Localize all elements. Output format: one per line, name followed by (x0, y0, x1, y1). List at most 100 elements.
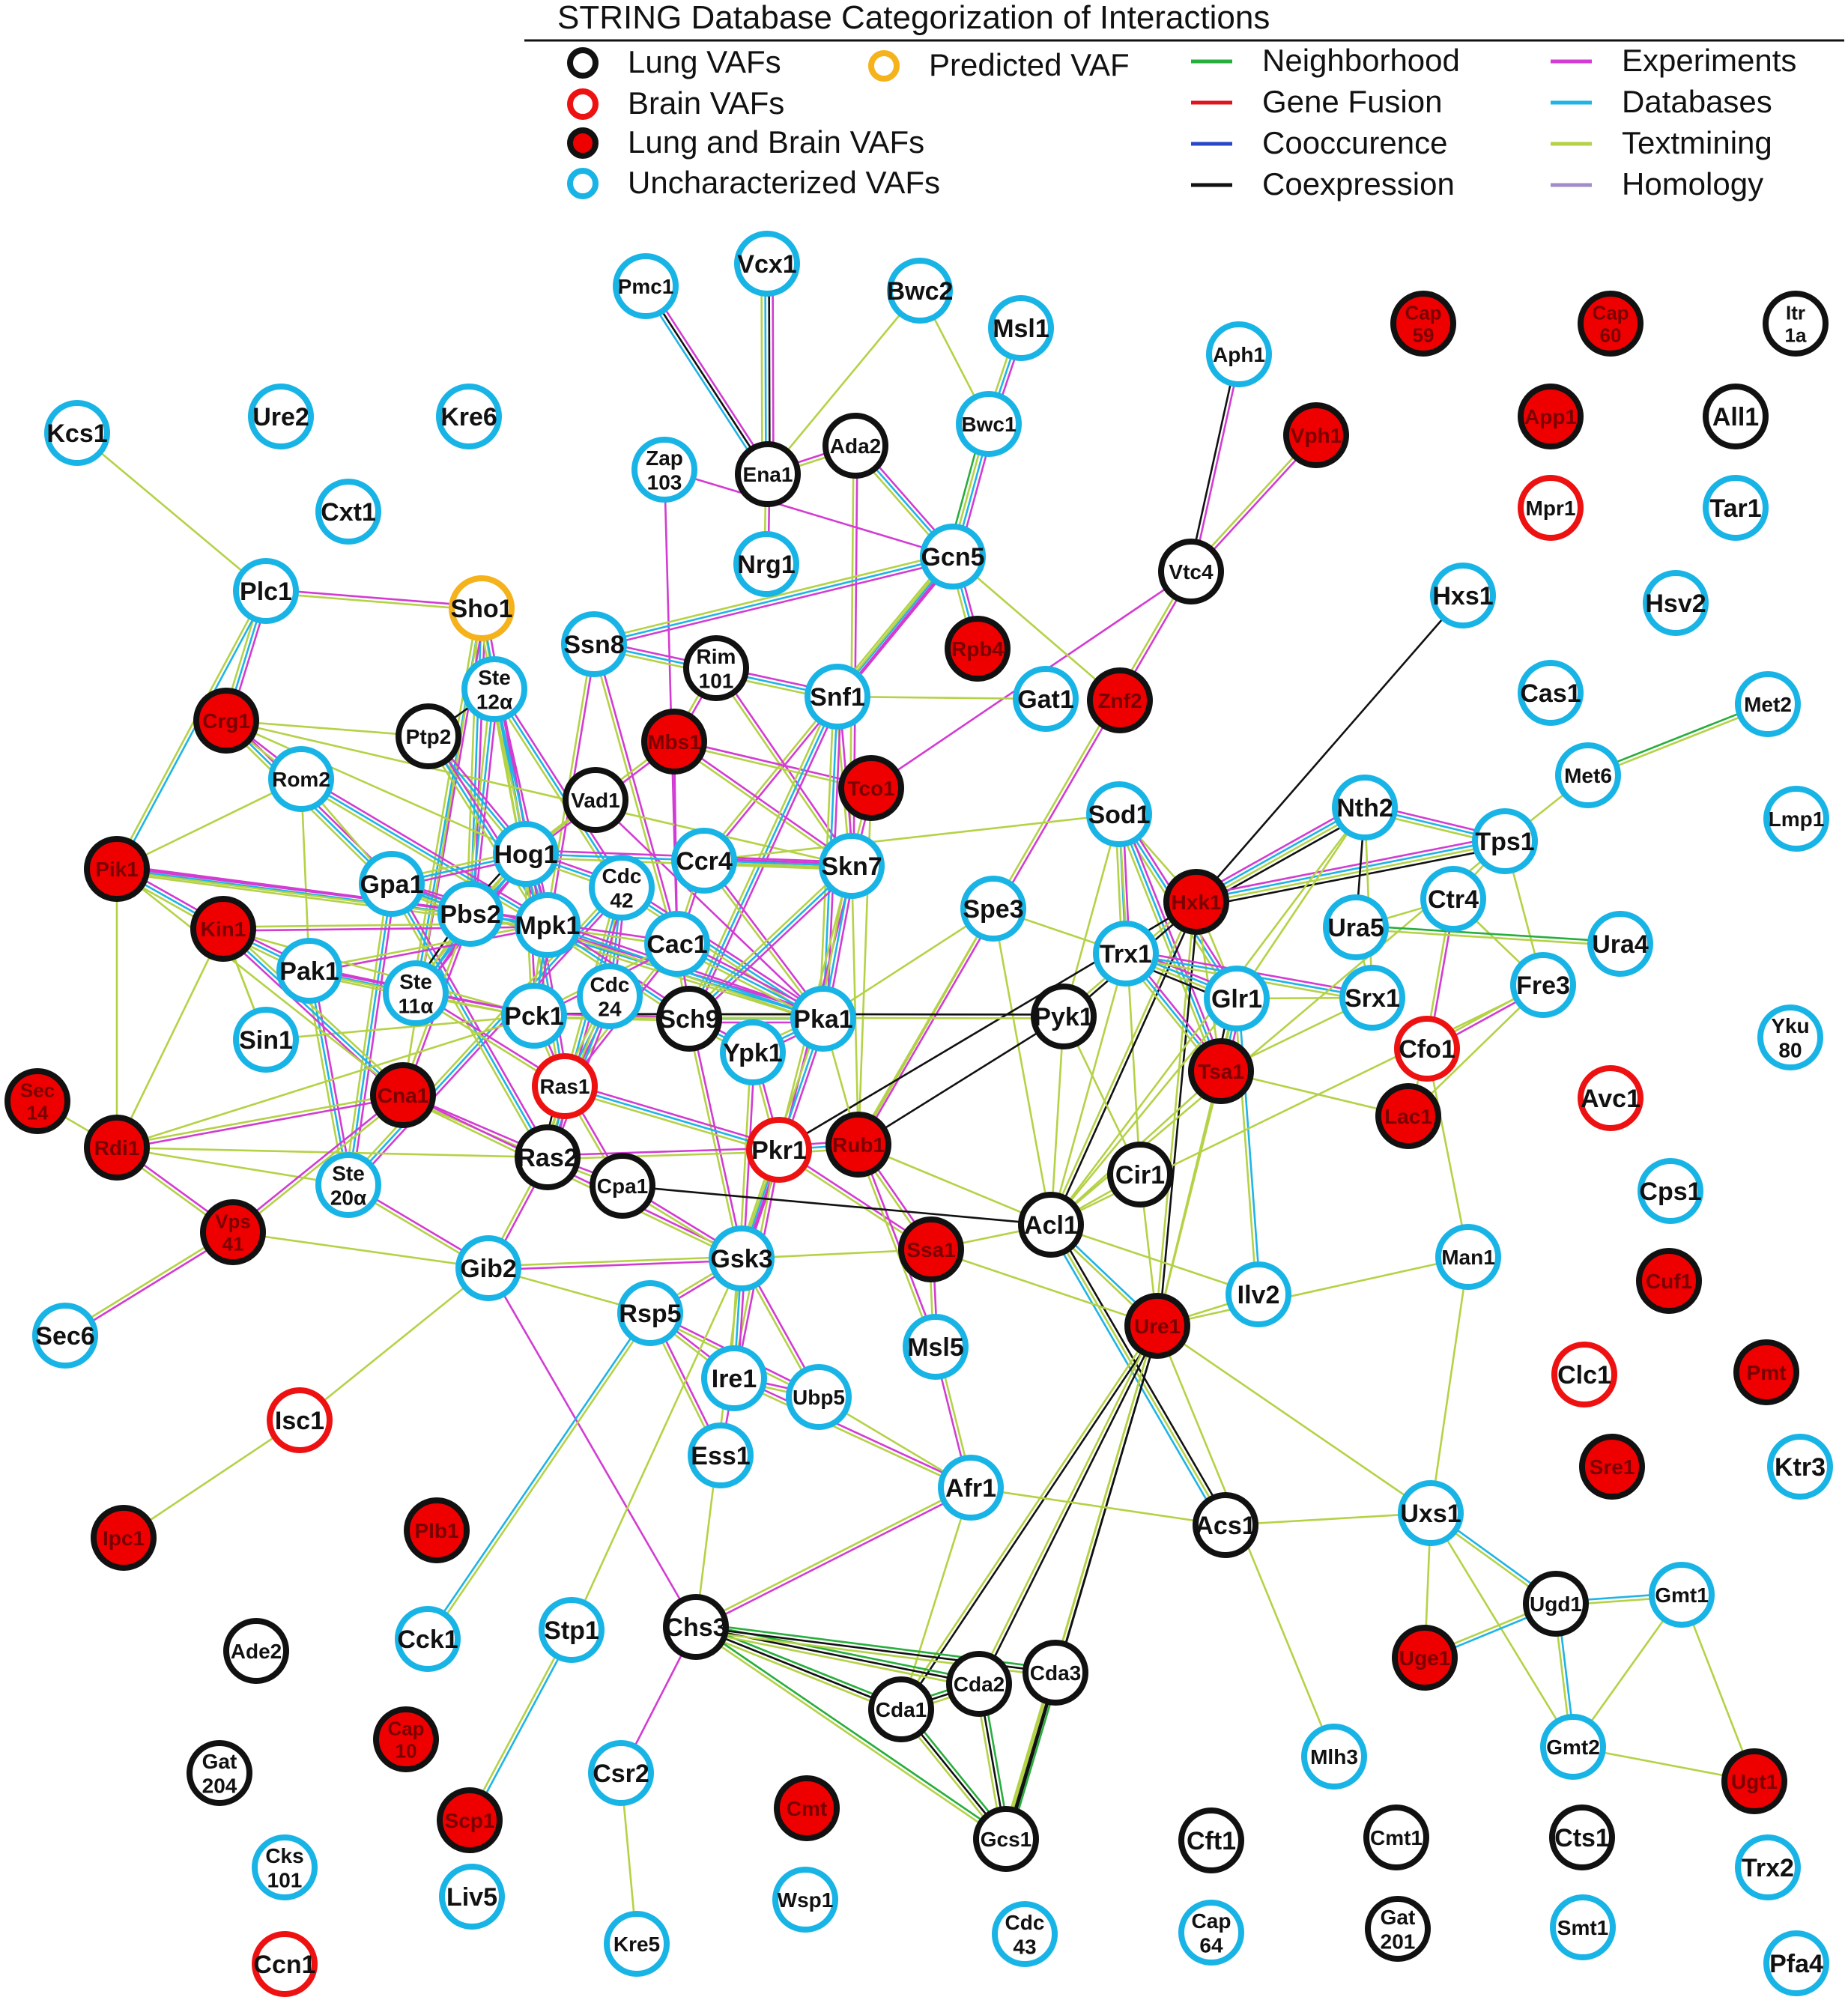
node-Ura5: Ura5 (1323, 894, 1389, 960)
node-circle (1206, 321, 1272, 387)
node-Ena1: Ena1 (735, 441, 801, 507)
node-circle (838, 755, 904, 821)
node-circle (577, 963, 643, 1029)
node-label: Cft1 (1187, 1827, 1236, 1855)
node-label-line: Cdc (1005, 1911, 1045, 1934)
edge-line (427, 736, 549, 926)
edge-line (114, 590, 265, 869)
node-Sod1: Sod1 (1086, 781, 1152, 847)
node-Uge1: Uge1 (1392, 1625, 1458, 1691)
edge-Vad1-Pka1 (595, 799, 824, 1019)
node-circle (1733, 1339, 1799, 1405)
node-label: Sch9 (658, 1005, 719, 1034)
node-Skn7: Skn7 (819, 833, 885, 899)
node-label: Clc1 (1557, 1361, 1611, 1390)
node-label: Cmt1 (1370, 1826, 1423, 1849)
node-circle (671, 828, 737, 894)
node-label: Hxk1 (1172, 891, 1222, 914)
node-label: Msl5 (907, 1333, 964, 1362)
node-Pka1: Pka1 (790, 986, 856, 1052)
node-Hxs1: Hxs1 (1430, 563, 1496, 628)
node-label: Nrg1 (737, 551, 795, 579)
node-circle (501, 983, 567, 1049)
edge-Chs3-Gib2 (487, 1267, 697, 1628)
legend-label-lung: Lung VAFs (628, 44, 781, 79)
edge-line (1429, 1512, 1575, 1748)
edge-line (1156, 1070, 1223, 1327)
node-label: Ccr4 (676, 847, 733, 876)
node-circle (276, 938, 342, 1004)
edge-Bwc2-Ena1 (766, 290, 921, 475)
edge-line (837, 695, 1046, 700)
edge-Aph1-Vtc4 (1188, 354, 1242, 572)
node-circle (1023, 1640, 1088, 1706)
node-label-line: 10 (396, 1740, 417, 1763)
edge-Uxs1-Man1 (1429, 1256, 1470, 1514)
node-circle (1550, 1894, 1616, 1960)
node-label: Srx1 (1345, 984, 1400, 1013)
node-label: Ure2 (252, 403, 309, 431)
node-label: Cda2 (954, 1673, 1005, 1696)
legend-label-cooccurence: Cooccurence (1262, 125, 1447, 160)
node-label-line: 1a (1785, 324, 1807, 347)
edge-line (232, 1231, 489, 1270)
edge-Cck1-Rsp5 (425, 1311, 653, 1641)
node-label: Sod1 (1088, 801, 1150, 829)
node-label-line: Cap (1192, 1909, 1232, 1933)
node-label: Tsa1 (1198, 1060, 1244, 1083)
node-circle (1579, 1434, 1645, 1500)
edge-line (701, 861, 823, 1021)
edge-line (674, 739, 854, 866)
edge-Hxk1-Hxs1 (1196, 595, 1464, 903)
edge-Cpa1-Acl1 (622, 1184, 1052, 1226)
node-label: Skn7 (821, 852, 882, 881)
node-Lac1: Lac1 (1375, 1083, 1441, 1149)
node-label: Bwc2 (887, 277, 954, 306)
node-label: Tco1 (847, 777, 894, 800)
node-Spe3: Spe3 (960, 876, 1026, 942)
edge-line (992, 908, 1052, 1225)
legend-node-brain: Brain VAFs (567, 85, 784, 121)
node-Tsa1: Tsa1 (1188, 1038, 1254, 1104)
edge-line (1049, 998, 1238, 1225)
node-circle (1178, 1807, 1244, 1873)
node-circle (563, 767, 628, 833)
node-circle (956, 391, 1022, 457)
edge-line (970, 1486, 1226, 1527)
node-label: Ade2 (231, 1640, 282, 1663)
legend-node-lung: Lung VAFs (567, 44, 781, 79)
edge-Sod1-Cir1 (1118, 813, 1142, 1175)
node-label: Ktr3 (1775, 1453, 1826, 1482)
edge-line (222, 927, 535, 1017)
node-circle (1523, 1571, 1589, 1637)
node-circle (644, 911, 710, 977)
node-Cmt1: Cmt1 (1363, 1804, 1429, 1870)
edge-line (685, 862, 850, 1017)
node-label: Cts1 (1554, 1824, 1610, 1852)
node-label: Znf2 (1097, 689, 1142, 712)
node-circle (946, 1651, 1012, 1717)
node-Ugd1: Ugd1 (1523, 1571, 1589, 1637)
node-circle (1124, 1293, 1190, 1359)
edge-line (564, 1085, 780, 1151)
edge-line (898, 1324, 1157, 1709)
node-Cna1: Cna1 (370, 1062, 436, 1128)
edge-line (425, 1311, 650, 1639)
node-label-line: Rim (697, 645, 736, 668)
edge-Sch9-Gsk3 (686, 1018, 745, 1259)
node-Cas1: Cas1 (1518, 660, 1584, 726)
edge-line (952, 556, 1121, 701)
edge-line (1237, 998, 1261, 1294)
edge-line (117, 1096, 404, 1151)
node-circle (1518, 384, 1584, 449)
node-Cac1: Cac1 (644, 911, 710, 977)
edge-line (674, 739, 872, 787)
node-Gcs1: Gcs1 (973, 1806, 1039, 1872)
node-Znf2: Znf2 (1087, 667, 1153, 733)
